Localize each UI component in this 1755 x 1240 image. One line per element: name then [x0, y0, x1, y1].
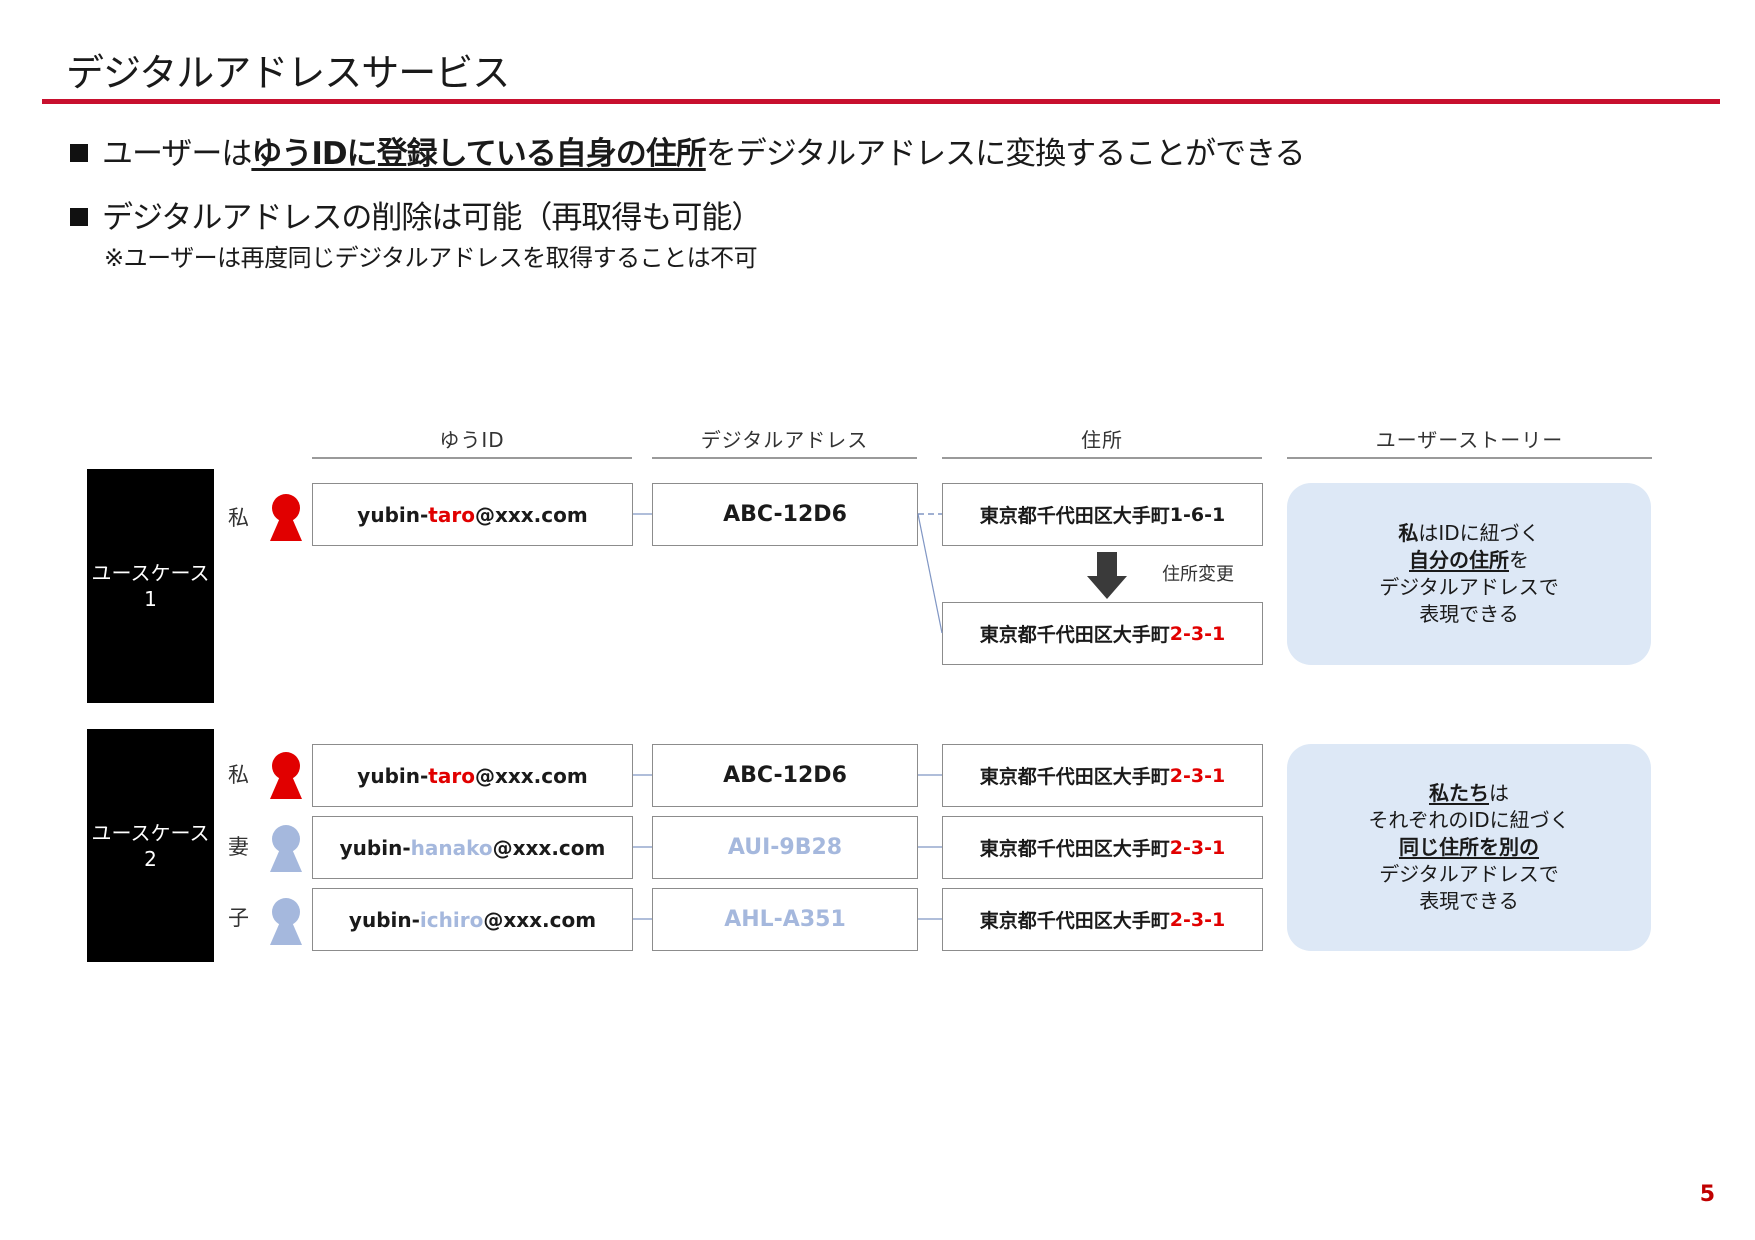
address-number: 2-3-1 — [1169, 836, 1226, 859]
column-rule-digital-address — [652, 457, 917, 459]
story-2-line-4: デジタルアドレスで — [1379, 862, 1559, 886]
person-self-icon — [270, 494, 302, 541]
address-number: 2-3-1 — [1169, 764, 1226, 787]
who-label: 私 — [228, 763, 249, 787]
yuid-name: hanako — [410, 835, 493, 860]
title-underline — [42, 99, 1720, 104]
bullet-2: デジタルアドレスの削除は可能（再取得も可能） — [70, 192, 762, 237]
address-number: 1-6-1 — [1169, 503, 1226, 526]
column-header-digital-address: デジタルアドレス — [700, 428, 869, 452]
story-1-line-3: デジタルアドレスで — [1379, 575, 1559, 599]
yuid-name: ichiro — [419, 907, 484, 932]
digital-address-box: ABC-12D6 — [652, 483, 918, 546]
address-base: 東京都千代田区大手町 — [979, 624, 1170, 646]
yuid-suffix: @xxx.com — [492, 835, 606, 860]
story-1-line-1: 私はIDに紐づく — [1398, 521, 1540, 545]
yuid-suffix: @xxx.com — [474, 502, 588, 527]
column-rule-story — [1287, 457, 1652, 459]
yuid-suffix: @xxx.com — [483, 907, 597, 932]
address-base: 東京都千代田区大手町 — [979, 505, 1170, 527]
address-number: 2-3-1 — [1169, 622, 1226, 645]
story-1-line-2: 自分の住所を — [1409, 548, 1529, 572]
use-case-2-label-line2: 2 — [144, 846, 157, 871]
yuid-box: yubin-ichiro@xxx.com — [312, 888, 633, 951]
yuid-prefix: yubin- — [357, 763, 429, 788]
use-case-1-label: ユースケース 1 — [87, 469, 214, 703]
who-label: 子 — [228, 906, 249, 930]
bullet-1-post: をデジタルアドレスに変換することができる — [705, 136, 1306, 172]
yuid-suffix: @xxx.com — [474, 763, 588, 788]
who-label: 私 — [228, 506, 249, 530]
story-2-line-1: 私たちは — [1429, 781, 1509, 805]
digital-address-box: AUI-9B28 — [652, 816, 918, 879]
use-case-1-label-line2: 1 — [144, 587, 157, 611]
column-rule-yuid — [312, 457, 632, 459]
use-case-2-label-line1: ユースケース — [91, 820, 210, 845]
bullet-1-strong: ゆうIDに登録している自身の住所 — [251, 136, 706, 172]
yuid-name: taro — [428, 763, 475, 788]
yuid-box: yubin-hanako@xxx.com — [312, 816, 633, 879]
bullet-1: ユーザーはゆうIDに登録している自身の住所をデジタルアドレスに変換することができ… — [70, 128, 1305, 173]
story-2-line-5: 表現できる — [1419, 889, 1519, 913]
bullet-square-icon — [70, 143, 88, 162]
yuid-box: yubin-taro@xxx.com — [312, 483, 633, 546]
bullet-1-pre: ユーザーは — [102, 136, 252, 172]
bullet-square-icon — [70, 207, 88, 226]
column-header-address: 住所 — [1081, 428, 1123, 452]
yuid-prefix: yubin- — [357, 502, 429, 527]
use-case-2-label: ユースケース 2 — [87, 729, 214, 962]
bullet-2-text: デジタルアドレスの削除は可能（再取得も可能） — [102, 200, 762, 236]
who-label: 妻 — [228, 835, 249, 859]
person-self-icon — [270, 752, 302, 799]
column-rule-address — [942, 457, 1262, 459]
address-change-label: 住所変更 — [1162, 564, 1234, 585]
page-title: デジタルアドレスサービス — [66, 51, 510, 95]
column-header-yuid: ゆうID — [439, 428, 505, 452]
digital-address-box: ABC-12D6 — [652, 744, 918, 807]
story-1-line-4: 表現できる — [1419, 602, 1519, 626]
yuid-box: yubin-taro@xxx.com — [312, 744, 633, 807]
address-number: 2-3-1 — [1169, 908, 1226, 931]
digital-address-box: AHL-A351 — [652, 888, 918, 951]
column-header-story: ユーザーストーリー — [1375, 428, 1564, 452]
yuid-prefix: yubin- — [348, 907, 420, 932]
user-story-1: 私はIDに紐づく 自分の住所を デジタルアドレスで 表現できる — [1287, 483, 1651, 665]
page-number: 5 — [1699, 1182, 1715, 1207]
address-base: 東京都千代田区大手町 — [979, 838, 1170, 860]
story-2-line-2: それぞれのIDに紐づく — [1368, 808, 1570, 832]
yuid-prefix: yubin- — [339, 835, 411, 860]
person-family-icon — [270, 898, 302, 945]
user-story-2: 私たちは それぞれのIDに紐づく 同じ住所を別の デジタルアドレスで 表現できる — [1287, 744, 1651, 951]
use-case-1-label-line1: ユースケース — [91, 561, 210, 585]
yuid-name: taro — [428, 502, 475, 527]
bullet-2-note: ※ユーザーは再度同じデジタルアドレスを取得することは不可 — [104, 244, 758, 272]
story-2-line-3: 同じ住所を別の — [1399, 835, 1539, 859]
address-base: 東京都千代田区大手町 — [979, 766, 1170, 788]
down-arrow-icon — [1087, 552, 1127, 599]
address-base: 東京都千代田区大手町 — [979, 910, 1170, 932]
person-family-icon — [270, 825, 302, 872]
